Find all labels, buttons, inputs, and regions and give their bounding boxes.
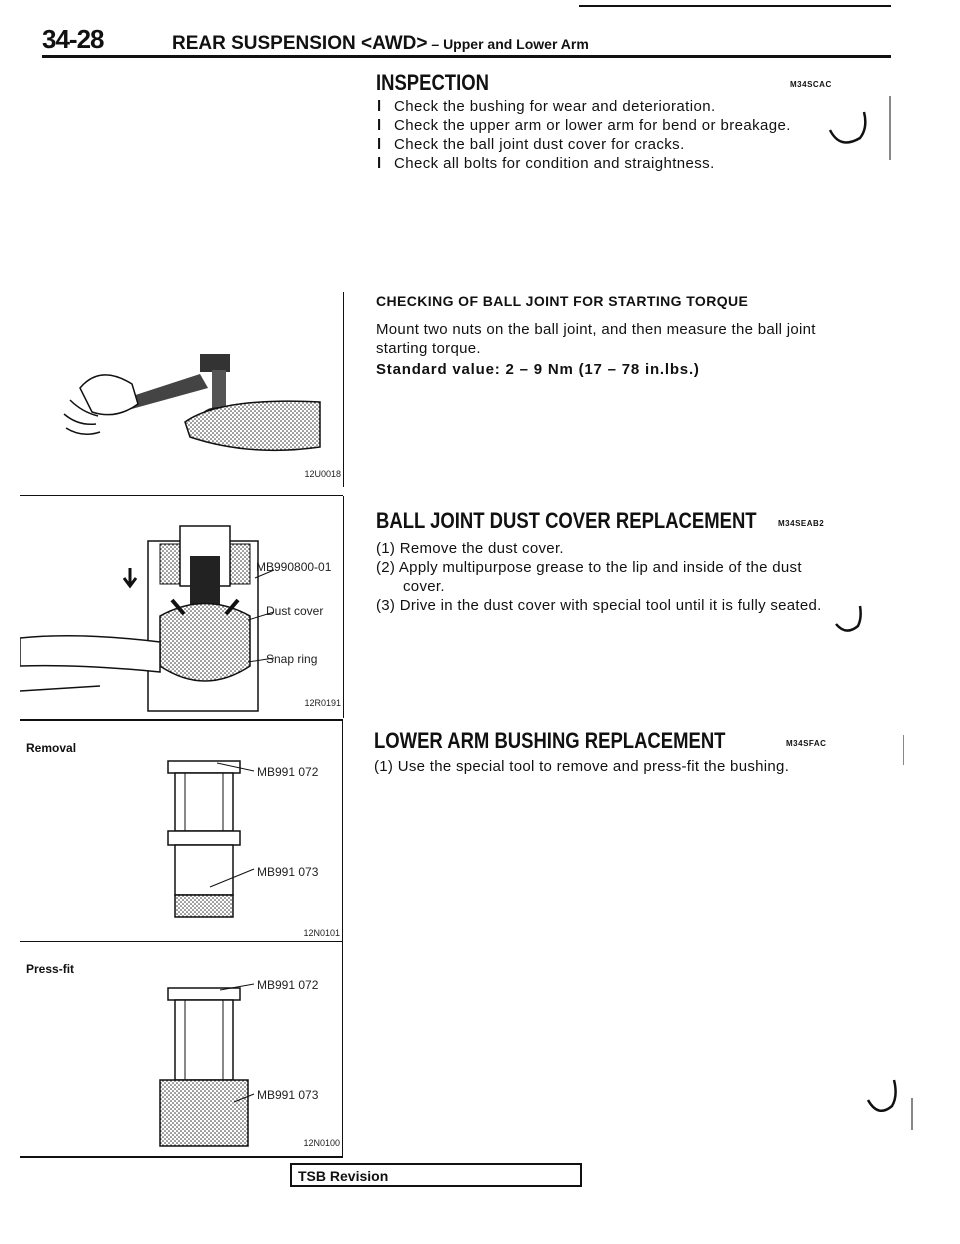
header-top-rule xyxy=(579,5,891,7)
figure-code: 12N0100 xyxy=(303,1138,340,1148)
figure-divider xyxy=(20,1156,343,1158)
figure-divider xyxy=(20,495,343,496)
binding-hole-mark xyxy=(835,605,862,632)
page-title-sub: – Upper and Lower Arm xyxy=(427,36,589,52)
tsb-revision-box: TSB Revision xyxy=(290,1163,582,1187)
page-title-main: REAR SUSPENSION <AWD> xyxy=(172,33,428,54)
binding-hole-mark xyxy=(828,96,891,160)
dust-cover-label: Dust cover xyxy=(266,604,324,618)
figure-code: 12N0101 xyxy=(303,928,340,938)
tool-lower-label: MB991 073 xyxy=(257,1088,319,1102)
figure-torque-check: 12U0018 xyxy=(20,292,344,487)
standard-value: Standard value: 2 – 9 Nm (17 – 78 in.lbs… xyxy=(376,361,700,378)
inspection-heading: INSPECTION xyxy=(376,70,489,95)
header-rule xyxy=(42,55,891,58)
figure-caption: Press-fit xyxy=(26,962,75,976)
bushing-code: M34SFAC xyxy=(786,739,827,748)
figure-caption: Removal xyxy=(26,741,77,755)
tsb-revision-label: TSB Revision xyxy=(298,1168,389,1184)
page-title: REAR SUSPENSION <AWD> – Upper and Lower … xyxy=(172,33,589,55)
dust-cover-illustration xyxy=(19,525,275,712)
tool-upper-label: MB991 072 xyxy=(257,765,319,779)
figure-removal: Removal MB991 072 MB991 073 12N0101 xyxy=(20,721,343,941)
bushing-steps: (1) Use the special tool to remove and p… xyxy=(374,757,844,776)
inspection-code: M34SCAC xyxy=(790,80,832,89)
bushing-heading: LOWER ARM BUSHING REPLACEMENT xyxy=(374,728,726,753)
list-item: (1) Remove the dust cover. xyxy=(376,540,564,557)
dust-cover-heading: BALL JOINT DUST COVER REPLACEMENT xyxy=(376,508,757,533)
tool-label: MB990800-01 xyxy=(256,560,332,574)
list-item: (1) Use the special tool to remove and p… xyxy=(374,758,790,775)
tool-lower-label: MB991 073 xyxy=(257,865,319,879)
dust-cover-steps: (1) Remove the dust cover. (2) Apply mul… xyxy=(376,539,831,615)
removal-illustration xyxy=(167,760,255,918)
dust-cover-code: M34SEAB2 xyxy=(778,519,825,528)
figure-divider xyxy=(20,941,343,942)
list-item: (2) Apply multipurpose grease to the lip… xyxy=(376,559,802,595)
list-item: (3) Drive in the dust cover with special… xyxy=(376,597,822,614)
torque-heading: CHECKING OF BALL JOINT FOR STARTING TORQ… xyxy=(376,293,749,309)
press-fit-illustration xyxy=(159,983,255,1147)
binding-hole-mark xyxy=(866,1079,913,1130)
figure-code: 12R0191 xyxy=(304,698,341,708)
tool-upper-label: MB991 072 xyxy=(257,978,319,992)
margin-mark xyxy=(903,735,904,765)
figure-code: 12U0018 xyxy=(304,469,341,479)
page-number: 34-28 xyxy=(42,24,104,54)
snap-ring-label: Snap ring xyxy=(266,652,318,666)
torque-text: Mount two nuts on the ball joint, and th… xyxy=(376,321,816,357)
figure-press-fit: Press-fit MB991 072 MB991 073 12N0100 xyxy=(20,942,343,1156)
figure-dust-cover: MB990800-01 Dust cover Snap ring 12R0191 xyxy=(19,496,344,718)
torque-wrench-illustration xyxy=(63,354,321,452)
figure-divider xyxy=(20,719,343,721)
